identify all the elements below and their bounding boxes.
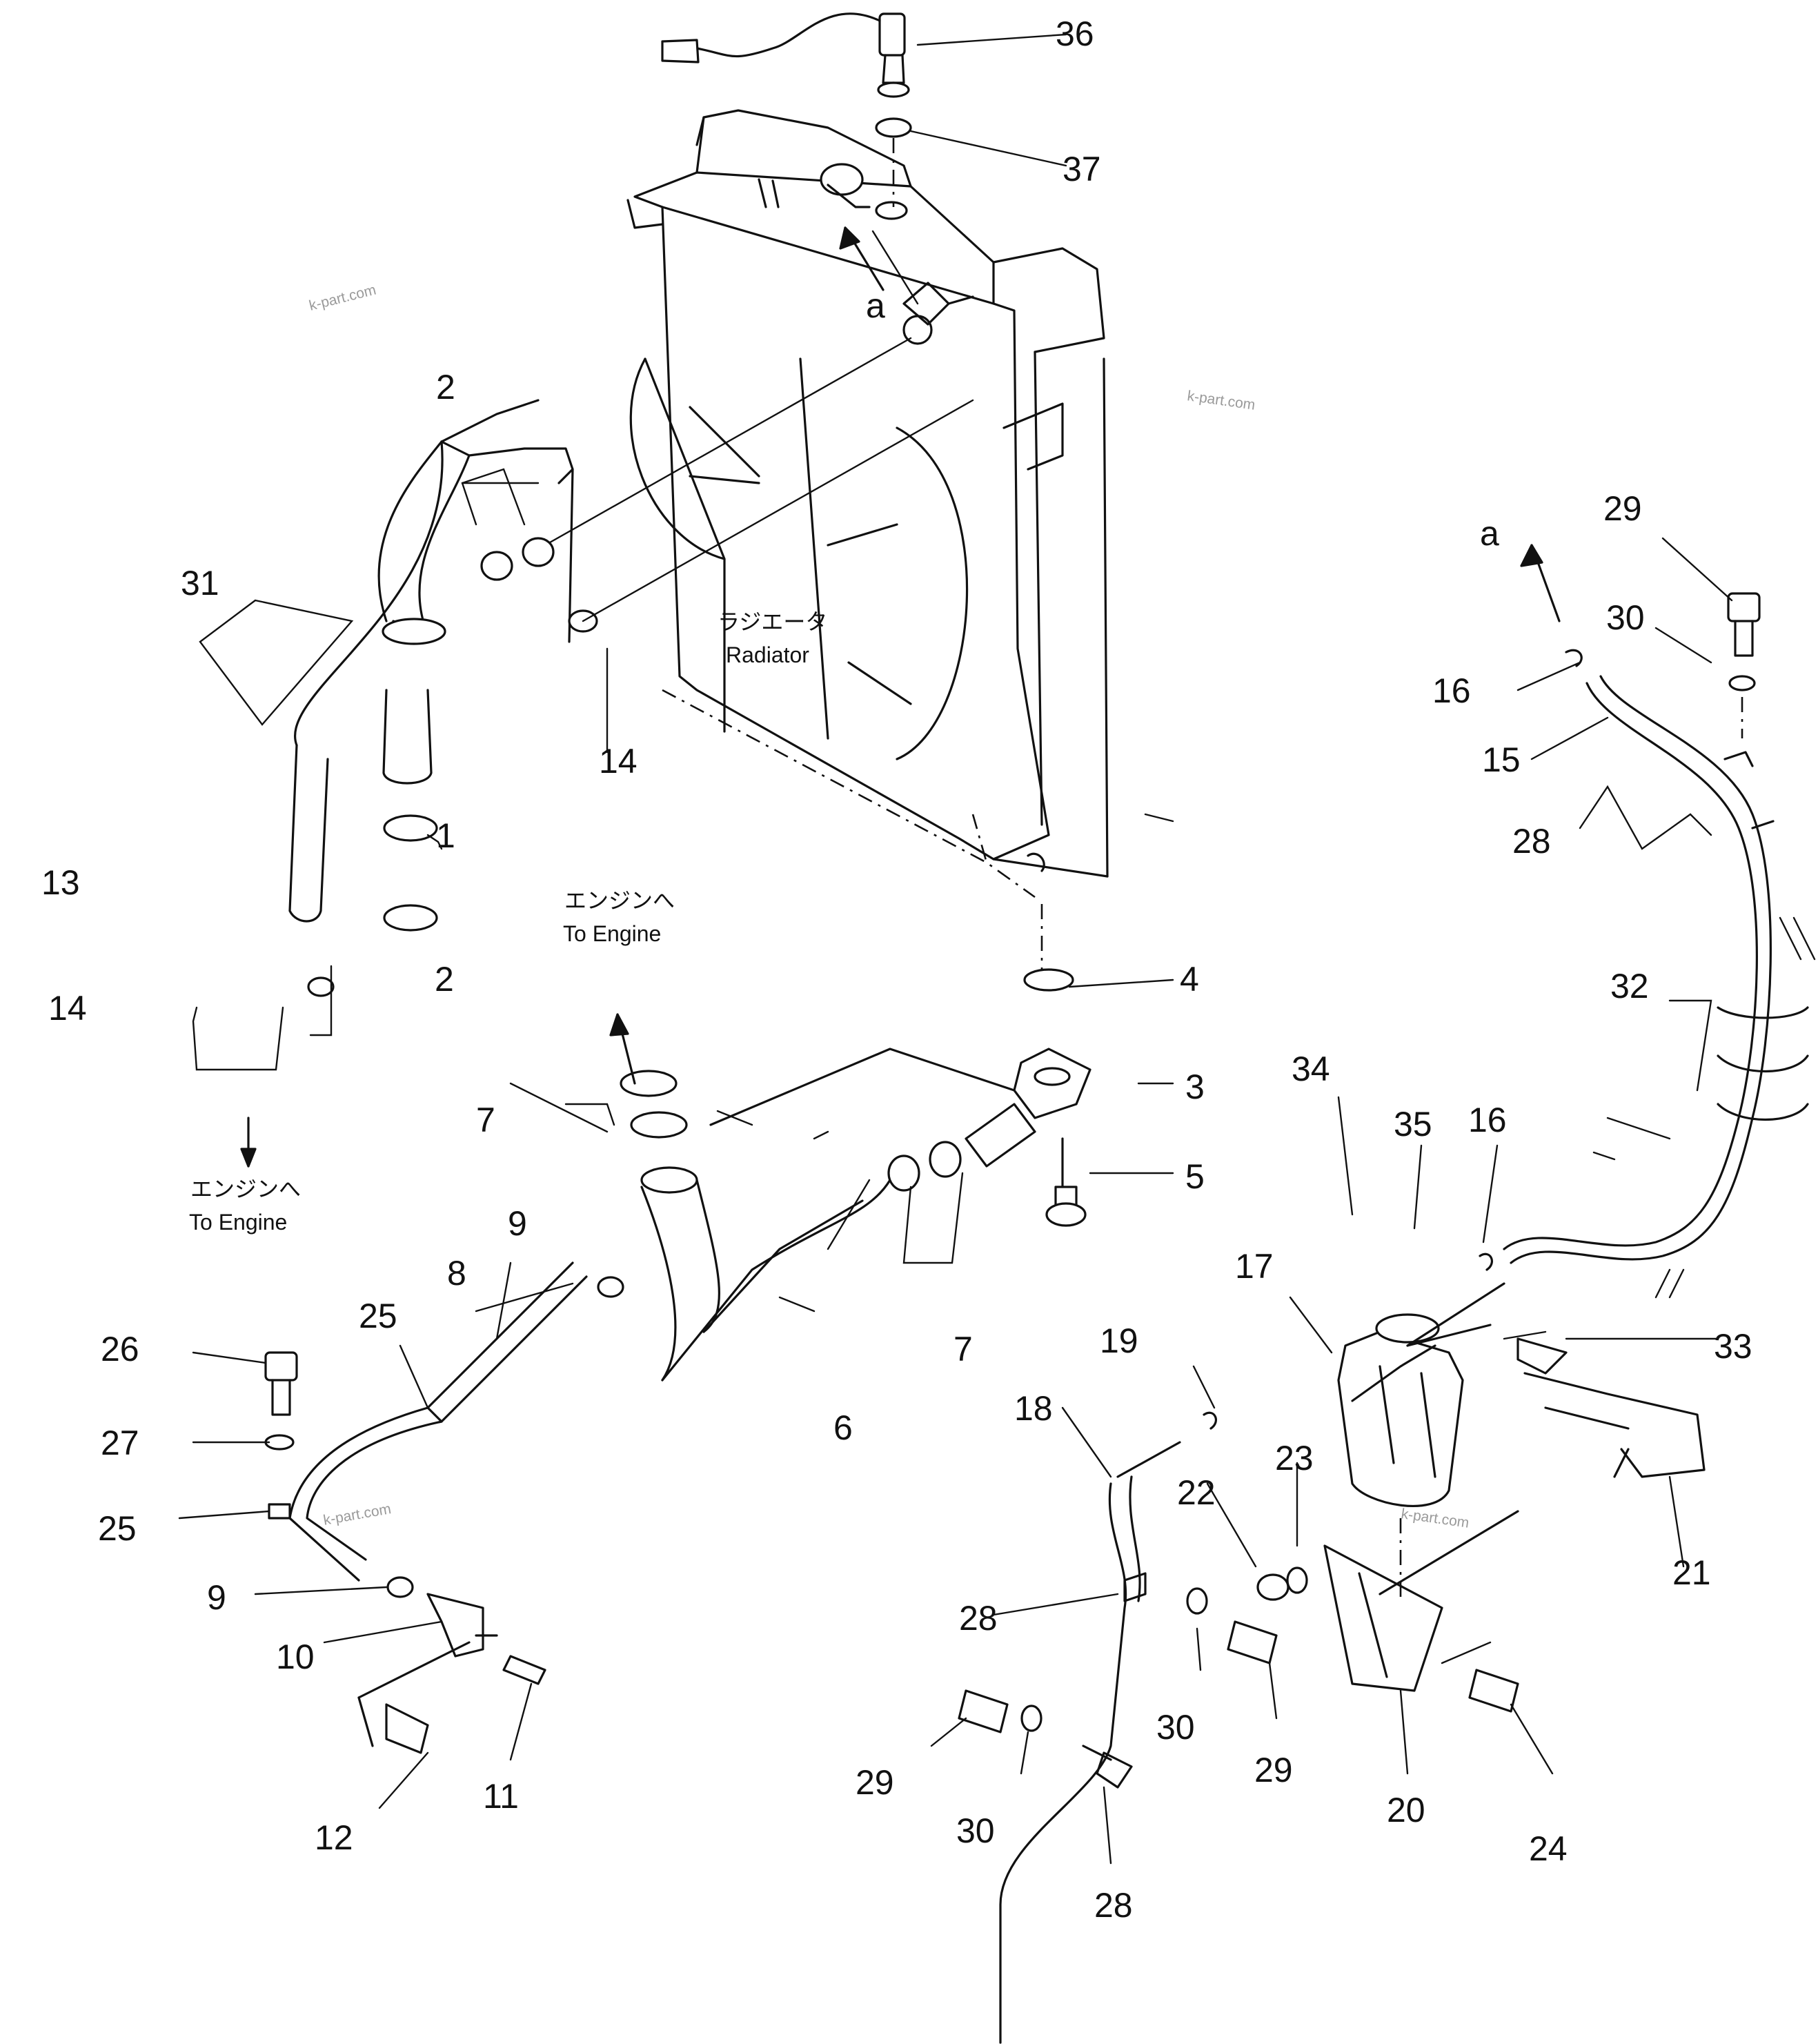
callout-14-left: 14 [48, 989, 87, 1028]
sensor-36 [661, 12, 912, 220]
callout-23: 23 [1275, 1439, 1314, 1477]
callout-22: 22 [1177, 1473, 1216, 1512]
radiator-label-jp: ラジエータ [718, 609, 827, 634]
callout-7-left: 7 [476, 1101, 495, 1139]
reservoir-tank [1323, 1282, 1706, 1692]
callout-36: 36 [1056, 14, 1094, 53]
callout-1: 1 [436, 816, 455, 855]
callout-leaders [178, 33, 1733, 1865]
callout-6: 6 [833, 1408, 853, 1447]
callout-12: 12 [315, 1818, 353, 1857]
callout-15: 15 [1482, 740, 1521, 779]
callout-11: 11 [483, 1777, 519, 1816]
callout-34: 34 [1292, 1050, 1330, 1088]
callout-30-mid: 30 [1156, 1708, 1195, 1747]
callout-28-mid: 28 [959, 1599, 998, 1638]
to-engine-en-top: To Engine [563, 921, 661, 946]
to-engine-jp-top: エンジンへ [564, 888, 675, 913]
callout-20: 20 [1387, 1791, 1425, 1829]
callout-2-top: 2 [436, 368, 455, 406]
callout-28-bottom: 28 [1094, 1886, 1133, 1925]
watermarks: k-part.com k-part.com k-part.com k-part.… [308, 282, 1470, 1531]
annotation-labels: a a ラジエータ Radiator エンジンへ To Engine エンジンへ… [189, 286, 1499, 1235]
callout-16-mid: 16 [1468, 1101, 1507, 1139]
callout-31: 31 [181, 564, 219, 602]
to-engine-en-left: To Engine [189, 1210, 287, 1235]
callout-29-top: 29 [1603, 489, 1642, 528]
to-engine-jp-left: エンジンへ [190, 1177, 301, 1201]
callout-18: 18 [1014, 1389, 1053, 1428]
callout-21: 21 [1672, 1553, 1711, 1592]
callout-19: 19 [1100, 1321, 1138, 1360]
callout-33: 33 [1714, 1327, 1752, 1366]
callout-13: 13 [41, 863, 80, 902]
callout-16-top: 16 [1432, 671, 1471, 710]
watermark: k-part.com [322, 1501, 393, 1529]
ref-a-radiator: a [866, 286, 885, 325]
callout-27: 27 [101, 1424, 139, 1462]
left-small-hose [264, 1261, 624, 1754]
callout-3: 3 [1185, 1068, 1205, 1106]
watermark: k-part.com [308, 282, 378, 314]
radiator [626, 109, 1109, 898]
callout-29-left: 29 [856, 1763, 894, 1802]
callout-numbers: 36 37 2 31 14 1 13 2 14 4 3 7 5 9 8 25 7… [41, 14, 1752, 1925]
upper-hose-assembly [288, 399, 598, 997]
callout-7-right: 7 [954, 1330, 973, 1368]
callout-14-top: 14 [599, 742, 638, 780]
callout-37: 37 [1063, 150, 1101, 188]
callout-10: 10 [276, 1638, 315, 1676]
callout-25-top: 25 [359, 1297, 397, 1335]
callout-17: 17 [1235, 1247, 1274, 1286]
callout-9-left: 9 [207, 1578, 226, 1617]
callout-35: 35 [1394, 1105, 1432, 1143]
callout-30-top: 30 [1606, 598, 1645, 637]
callout-29-mid: 29 [1254, 1751, 1293, 1789]
callout-28-right: 28 [1512, 822, 1551, 861]
callout-4: 4 [1180, 960, 1199, 999]
ref-a-right: a [1480, 514, 1499, 553]
callout-32: 32 [1610, 967, 1649, 1005]
callout-25-left: 25 [98, 1509, 137, 1548]
drain-hose [958, 1324, 1519, 2044]
callout-24: 24 [1529, 1829, 1568, 1868]
callout-8: 8 [447, 1254, 466, 1293]
leader-lines [461, 337, 974, 622]
callout-26: 26 [101, 1330, 139, 1368]
callout-30-bottom: 30 [956, 1811, 995, 1850]
callout-9-mid: 9 [508, 1204, 527, 1243]
radiator-label-en: Radiator [726, 642, 809, 667]
watermark: k-part.com [1400, 1506, 1470, 1531]
watermark: k-part.com [1186, 388, 1256, 413]
lower-pipe-assembly [620, 904, 1091, 1382]
callout-2-mid: 2 [435, 960, 454, 999]
right-overflow-hose [1503, 592, 1816, 1299]
callout-5: 5 [1185, 1157, 1205, 1196]
